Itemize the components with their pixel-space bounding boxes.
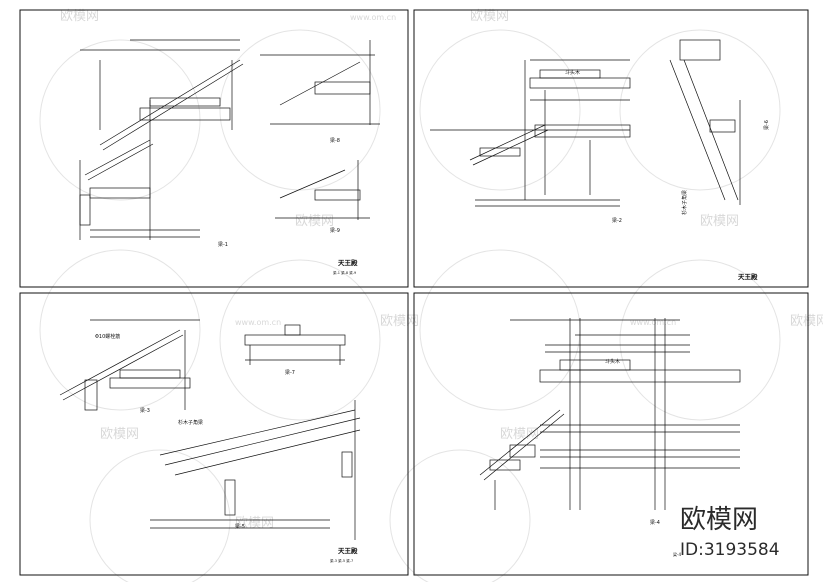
watermark-id: ID:3193584 xyxy=(680,540,780,560)
watermark-domain: www.om.cn xyxy=(235,318,281,327)
watermark-brand: 欧模网 xyxy=(700,214,739,229)
label-beam-4: 梁-4 xyxy=(650,519,660,526)
sheet-title-2: 天王殿 xyxy=(738,272,758,281)
sheet-title-3: 天王殿 xyxy=(338,546,358,555)
panel-3-frame xyxy=(19,292,409,576)
panel-borders xyxy=(19,9,809,576)
panel-1-frame xyxy=(19,9,409,288)
watermark-domain: www.om.cn xyxy=(350,13,396,22)
label-beam-2: 梁-2 xyxy=(612,217,622,224)
watermark-logo-text: 欧模网 xyxy=(680,505,758,535)
label-beam-8: 梁-8 xyxy=(330,137,340,144)
label-beam-9: 梁-9 xyxy=(330,227,340,234)
panel-1-drawing xyxy=(79,39,380,240)
watermark-domain: www.om.cn xyxy=(630,318,676,327)
panel-2-frame xyxy=(413,9,809,288)
sheet-title-4: 梁-4 xyxy=(673,551,681,557)
watermark-brand: 欧模网 xyxy=(500,427,539,442)
label-beam-6: 梁-6 xyxy=(763,120,770,130)
watermark-brand: 欧模网 xyxy=(295,214,334,229)
panel-3-drawing xyxy=(59,319,361,540)
watermark-brand: 欧模网 xyxy=(380,314,419,329)
watermark-brand: 欧模网 xyxy=(60,9,99,24)
panel-3-labels: 梁-3 梁-5 梁-7 杉木子角梁 Φ10螺栓筋 天王殿 梁-3 梁-5 梁-7 xyxy=(95,333,358,563)
watermark-brand: 欧模网 xyxy=(470,9,509,24)
watermark-brand: 欧模网 xyxy=(790,314,823,329)
panel-2-labels: 梁-2 梁-6 斗头木 杉木子角梁 天王殿 xyxy=(565,69,770,281)
label-dou-tou-mu: 斗头木 xyxy=(605,358,620,365)
label-beam-3: 梁-3 xyxy=(140,407,150,414)
panel-1-labels: 梁-1 梁-8 梁-9 天王殿 梁-1 梁-8 梁-9 xyxy=(218,137,358,275)
sheet-sub-3: 梁-3 梁-5 梁-7 xyxy=(330,558,353,563)
label-beam-5: 梁-5 xyxy=(235,523,245,530)
label-cedar-rafter: 杉木子角梁 xyxy=(681,190,688,215)
sheet-title-1: 天王殿 xyxy=(338,258,358,267)
label-cedar-rafter: 杉木子角梁 xyxy=(178,419,203,426)
panel-4-drawing xyxy=(479,318,741,510)
brand-watermark: 欧模网 ID:3193584 xyxy=(680,505,780,560)
label-beam-7: 梁-7 xyxy=(285,369,295,376)
panel-4-labels: 梁-4 斗头木 梁-4 xyxy=(605,358,681,557)
watermark-brand: 欧模网 xyxy=(100,427,139,442)
panel-4-frame xyxy=(413,292,809,576)
label-dou-tou-mu: 斗头木 xyxy=(565,69,580,76)
sheet-sub-1: 梁-1 梁-8 梁-9 xyxy=(333,270,356,275)
label-bolt: Φ10螺栓筋 xyxy=(95,333,120,340)
label-beam-1: 梁-1 xyxy=(218,241,228,248)
watermark-pattern xyxy=(39,29,781,586)
watermark-text-row: 欧模网 欧模网 欧模网 欧模网 欧模网 欧模网 欧模网 欧模网 欧模网 www.… xyxy=(60,9,823,531)
panel-2-drawing xyxy=(430,39,741,207)
